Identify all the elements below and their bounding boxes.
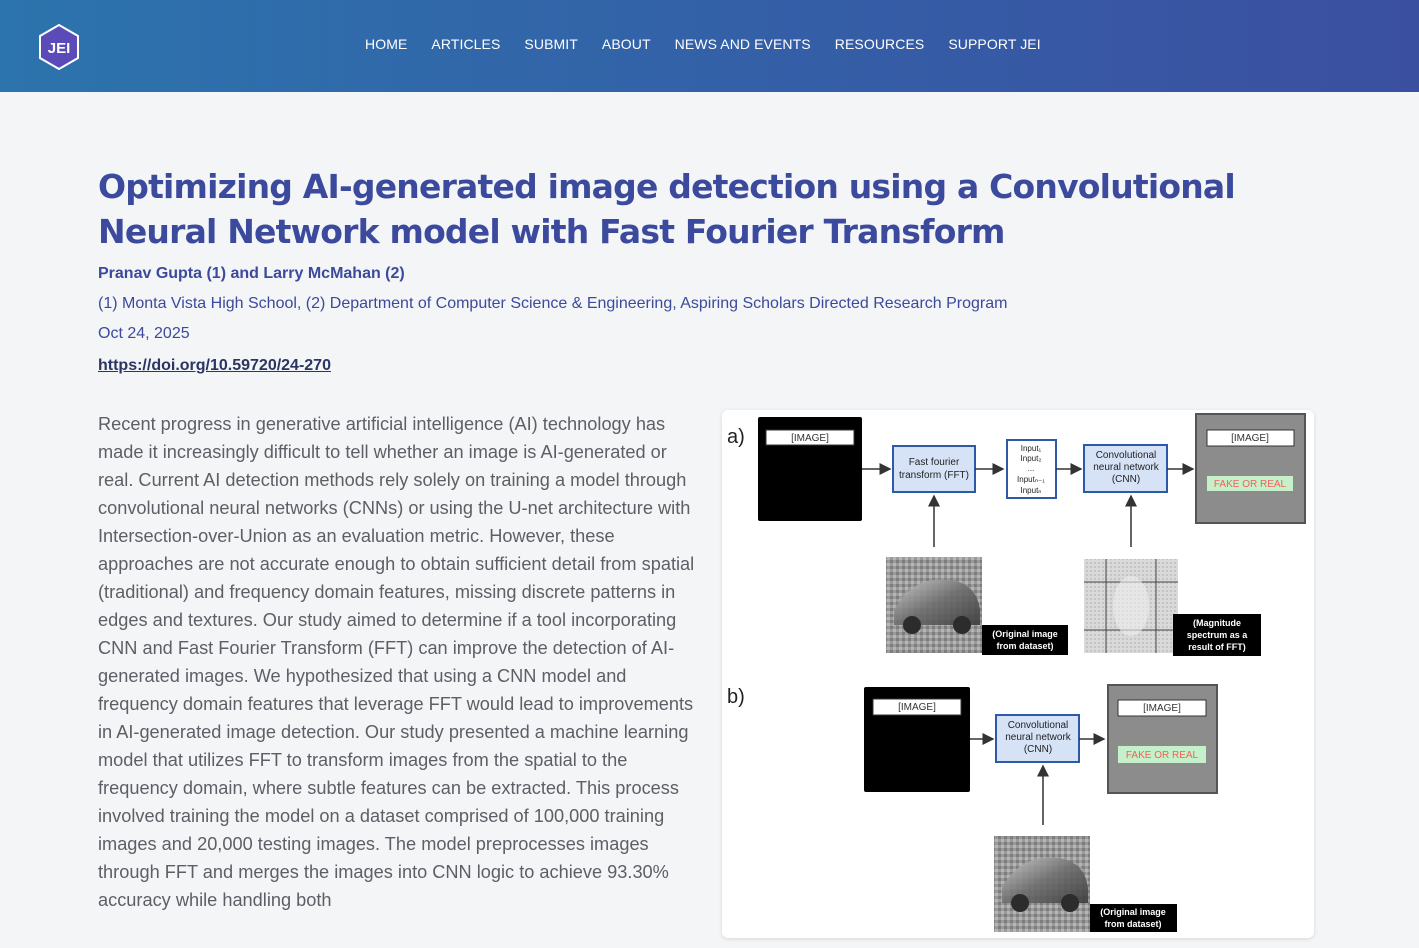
panel-a-output-label: [IMAGE] <box>1231 433 1269 444</box>
panel-a-image-tag <box>765 429 855 446</box>
panel-b-original-caption-box <box>1090 904 1177 932</box>
panel-b-image-tag <box>872 698 962 716</box>
nav-news-and-events[interactable]: NEWS AND EVENTS <box>674 36 811 52</box>
input-n: Inputₙ <box>1021 486 1042 495</box>
panel-a-output-tag <box>1206 429 1295 447</box>
jei-logo[interactable]: JEI <box>38 24 80 70</box>
panel-a-cnn-line-2: neural network <box>1093 462 1160 473</box>
main-nav: HOME ARTICLES SUBMIT ABOUT NEWS AND EVEN… <box>365 36 1041 52</box>
nav-submit[interactable]: SUBMIT <box>524 36 578 52</box>
site-header: JEI HOME ARTICLES SUBMIT ABOUT NEWS AND … <box>0 0 1419 92</box>
panel-a-image-label: [IMAGE] <box>791 433 829 444</box>
input-n-minus-1: Inputₙ₋₁ <box>1017 475 1045 484</box>
architecture-diagram: a) [IMAGE] Fast fourier transform (FFT) … <box>727 413 1306 932</box>
panel-b-cnn-line-2: neural network <box>1005 732 1072 743</box>
panel-b-output-tag <box>1117 699 1207 717</box>
article-figure[interactable]: a) [IMAGE] Fast fourier transform (FFT) … <box>722 410 1314 938</box>
panel-b-result-badge <box>1118 746 1206 763</box>
panel-a-cnn-line-1: Convolutional <box>1096 450 1157 461</box>
panel-a-original-image <box>886 557 982 653</box>
input-1: Input₁ <box>1021 444 1042 453</box>
nav-articles[interactable]: ARTICLES <box>431 36 501 52</box>
nav-support-jei[interactable]: SUPPORT JEI <box>948 36 1041 52</box>
panel-b-cnn-line-3: (CNN) <box>1024 744 1052 755</box>
panel-b-result-label: FAKE OR REAL <box>1126 750 1199 761</box>
panel-a-cnn-line-3: (CNN) <box>1112 474 1140 485</box>
article-date: Oct 24, 2025 <box>98 325 190 342</box>
doi-link[interactable]: https://doi.org/10.59720/24-270 <box>98 357 331 374</box>
panel-b-original-caption-1: (Original image <box>1100 907 1166 917</box>
panel-a-result-badge <box>1207 476 1293 491</box>
panel-b-image-label: [IMAGE] <box>898 702 936 713</box>
panel-a-original-caption-1: (Original image <box>992 629 1058 639</box>
nav-home[interactable]: HOME <box>365 36 408 52</box>
magnitude-caption-2: spectrum as a <box>1187 630 1249 640</box>
input-ellipsis: ... <box>1028 464 1035 473</box>
magnitude-caption-box <box>1173 614 1261 656</box>
fft-box <box>892 445 976 493</box>
panel-b-cnn-line-1: Convolutional <box>1008 720 1069 731</box>
magnitude-caption-3: result of FFT) <box>1188 642 1246 652</box>
panel-a-original-caption-box <box>982 625 1068 655</box>
article-abstract: Recent progress in generative artificial… <box>98 414 695 910</box>
input-2: Input₂ <box>1021 454 1042 463</box>
magnitude-caption-1: (Magnitude <box>1193 618 1241 628</box>
fft-label-line-1: Fast fourier <box>909 457 960 468</box>
article-title: Optimizing AI-generated image detection … <box>98 167 1236 251</box>
panel-b-output-label: [IMAGE] <box>1143 703 1181 714</box>
panel-a-original-caption-2: from dataset) <box>996 641 1053 651</box>
panel-b-original-image <box>994 836 1090 932</box>
fft-label-line-2: transform (FFT) <box>899 470 969 481</box>
logo-text: JEI <box>48 40 71 57</box>
panel-b-label: b) <box>727 686 745 708</box>
magnitude-spectrum-image <box>1084 559 1178 653</box>
article-affiliations: (1) Monta Vista High School, (2) Departm… <box>98 295 1008 312</box>
nav-resources[interactable]: RESOURCES <box>834 36 925 52</box>
nav-about[interactable]: ABOUT <box>601 36 651 52</box>
panel-a-result-label: FAKE OR REAL <box>1214 479 1287 490</box>
article-authors: Pranav Gupta (1) and Larry McMahan (2) <box>98 265 405 282</box>
panel-b-original-caption-2: from dataset) <box>1104 919 1161 929</box>
panel-a-label: a) <box>727 426 745 448</box>
